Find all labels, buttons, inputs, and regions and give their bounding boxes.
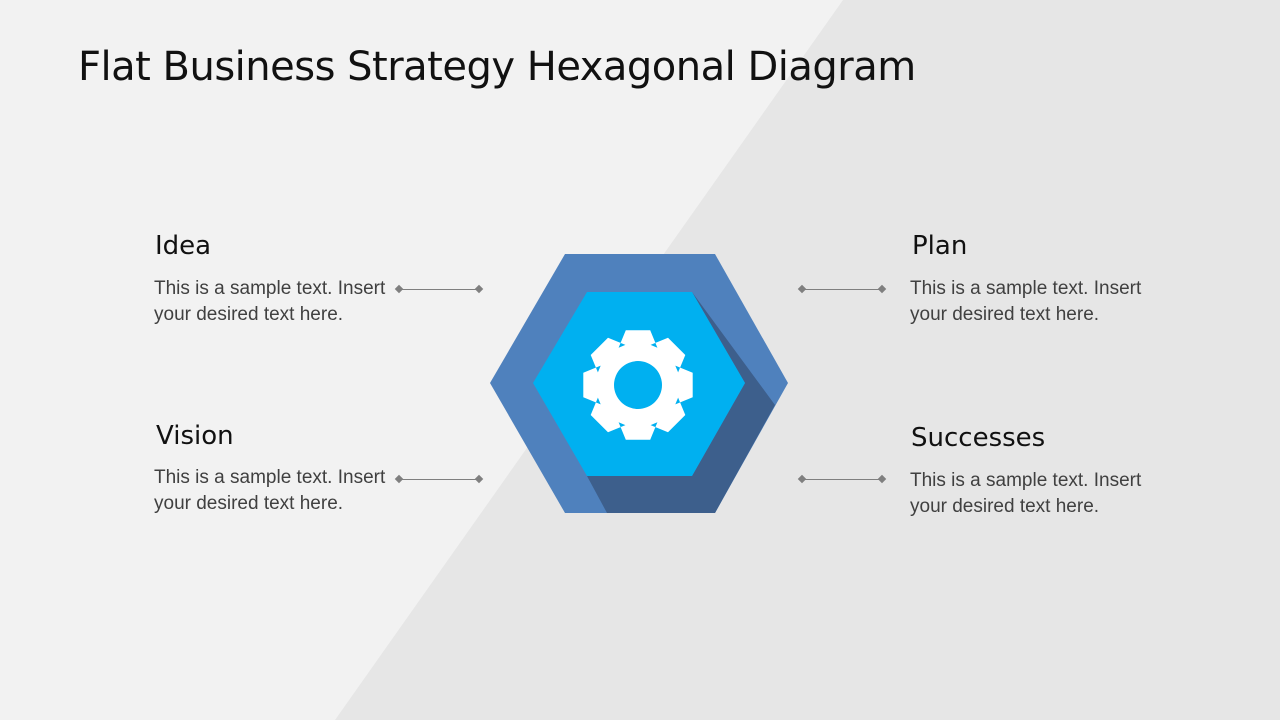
hexagon-shadow	[587, 292, 775, 513]
inner-hexagon	[533, 292, 745, 476]
heading-vision: Vision	[156, 421, 234, 451]
connector-plan	[797, 284, 887, 294]
text-successes: This is a sample text. Insert your desir…	[910, 470, 1142, 517]
background-diagonal-panel	[335, 0, 1280, 720]
heading-plan: Plan	[912, 231, 968, 261]
gear-shape	[583, 330, 693, 440]
hexagon-diagram	[490, 254, 788, 513]
heading-idea: Idea	[155, 231, 212, 261]
page-title: Flat Business Strategy Hexagonal Diagram	[78, 44, 916, 90]
connector-idea	[394, 284, 484, 294]
connector-vision	[394, 474, 484, 484]
text-idea: This is a sample text. Insert your desir…	[154, 278, 386, 325]
connector-successes	[797, 474, 887, 484]
text-plan: This is a sample text. Insert your desir…	[910, 278, 1142, 325]
text-vision: This is a sample text. Insert your desir…	[154, 467, 386, 514]
heading-successes: Successes	[911, 423, 1046, 453]
gear-icon	[583, 330, 693, 440]
